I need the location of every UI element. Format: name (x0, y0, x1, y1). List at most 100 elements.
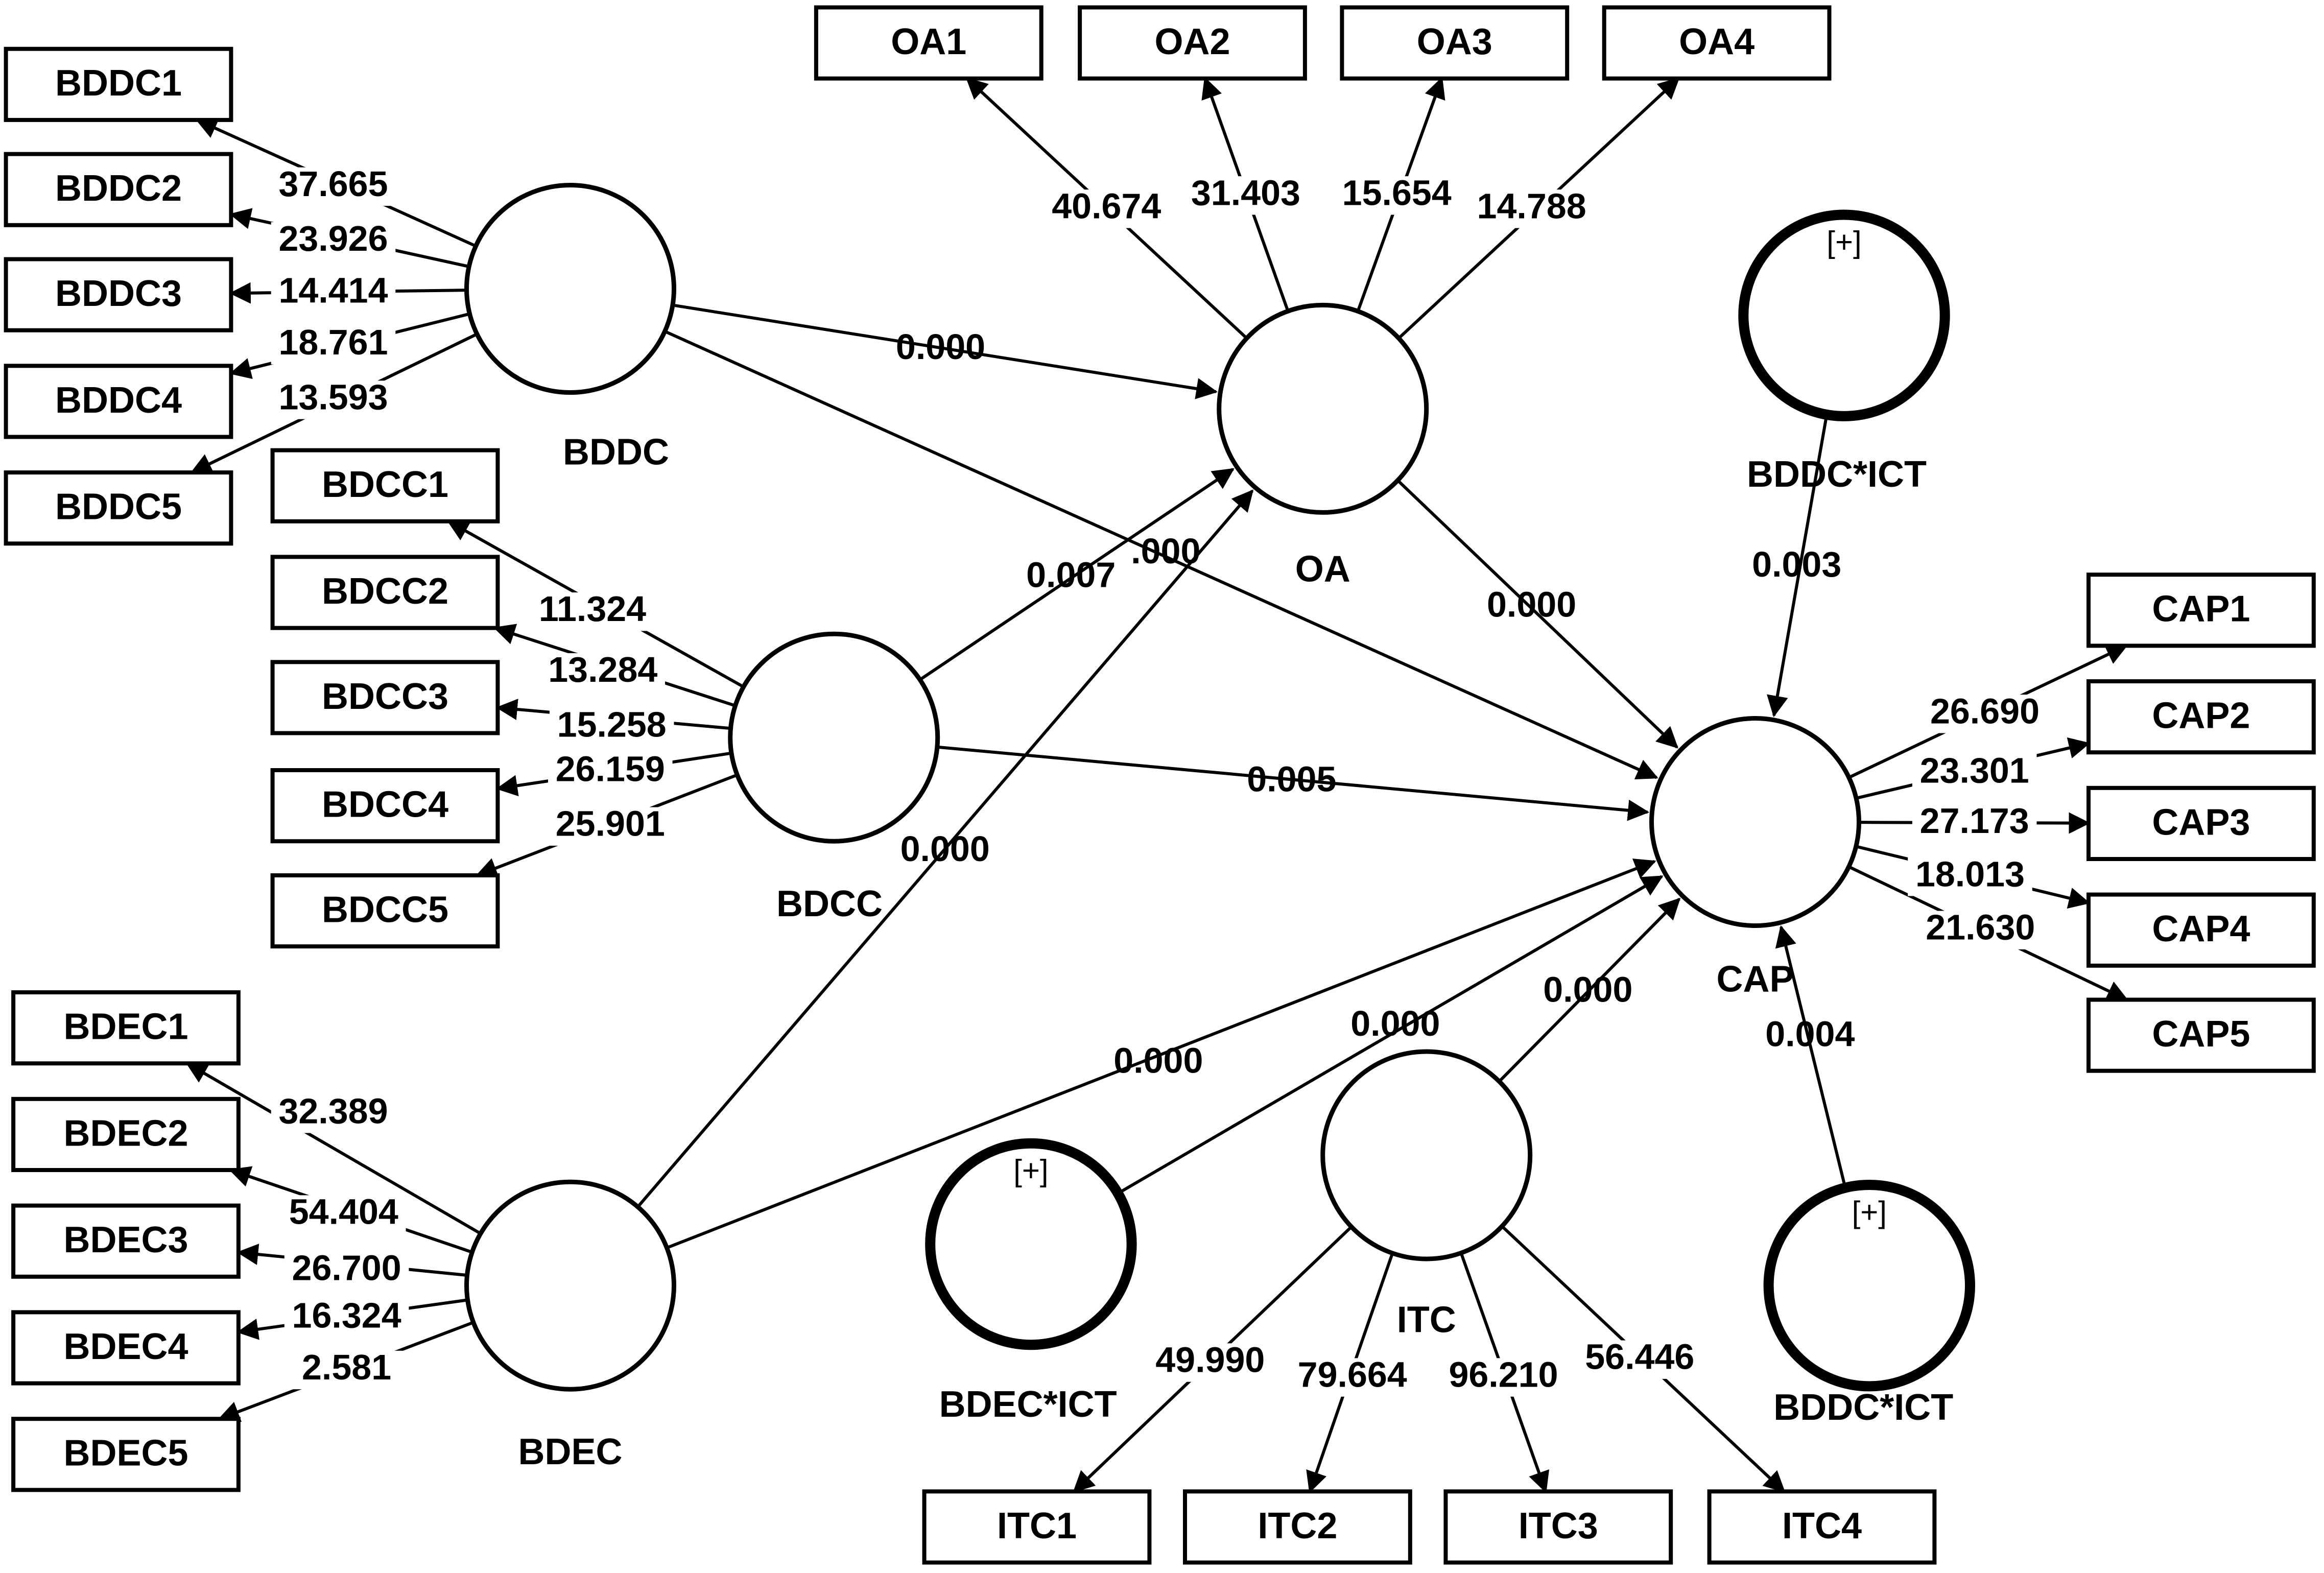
loading-label: 26.690 (1930, 691, 2040, 731)
bddc-ict-moderator-bottom (1763, 1180, 1976, 1392)
bddc-ict-moderator-top-label: BDDC*ICT (1747, 454, 1927, 495)
path-arrow-bdec-to-cap (666, 859, 1656, 1250)
path-arrow-itc-to-cap (1498, 897, 1681, 1083)
loading-label: 2.581 (302, 1347, 391, 1387)
expand-marker-icon: [+] (1013, 1154, 1048, 1188)
indicator-bdec5-label: BDEC5 (63, 1433, 188, 1474)
itc-construct-label: ITC (1397, 1300, 1456, 1341)
indicator-bdec4-box (11, 1310, 241, 1386)
loading-label: 49.990 (1155, 1340, 1265, 1379)
indicator-itc2-label: ITC2 (1258, 1506, 1337, 1546)
indicator-cap2-label: CAP2 (2152, 696, 2250, 736)
bddc-ict-moderator-bottom-label: BDDC*ICT (1773, 1387, 1953, 1428)
path-arrow-bddc-ict-top-to-cap (1767, 414, 1829, 718)
path-coefficient-label: 0.000 (1350, 1004, 1440, 1043)
loading-label: 15.258 (557, 704, 667, 744)
bddc-construct-label: BDDC (563, 432, 669, 472)
indicator-bdcc5-label: BDCC5 (322, 889, 448, 930)
loading-label: 15.654 (1342, 173, 1452, 212)
oa-construct-label: OA (1295, 549, 1350, 589)
indicator-bdec1-box (11, 990, 241, 1066)
loading-label: 26.700 (292, 1248, 401, 1288)
loading-label: 13.593 (278, 377, 388, 417)
loading-label: 54.404 (289, 1191, 398, 1231)
indicator-oa2-box (1078, 5, 1307, 81)
loading-label-bg (1918, 911, 2043, 949)
indicator-bdec2-label: BDEC2 (63, 1113, 188, 1154)
loading-label-bg (1908, 857, 2032, 896)
loading-label: 14.414 (278, 271, 388, 311)
loading-label-bg (1577, 1340, 1702, 1379)
path-coefficient-label: 0.004 (1765, 1014, 1855, 1054)
indicator-oa4-box (1602, 5, 1832, 81)
bdec-construct (464, 1179, 676, 1392)
loading-label-bg (284, 1350, 409, 1390)
indicator-oa2-label: OA2 (1154, 21, 1230, 62)
indicator-bdec2-box (11, 1097, 241, 1173)
indicator-bddc2-label: BDDC2 (55, 168, 182, 209)
loading-label-bg (1441, 1358, 1566, 1397)
indicator-bdec3-label: BDEC3 (63, 1220, 188, 1260)
loading-label: 37.665 (278, 164, 388, 204)
indicator-cap5-label: CAP5 (2152, 1014, 2250, 1055)
path-arrow-bddc-ict-bottom-to-cap (1775, 925, 1847, 1188)
indicator-itc4-label: ITC4 (1782, 1506, 1862, 1546)
indicator-itc1-label: ITC1 (997, 1506, 1077, 1546)
loading-label-bg (549, 708, 674, 747)
indicator-bddc1-box (4, 46, 233, 122)
loading-label: 26.159 (556, 749, 665, 789)
indicator-bdcc4-box (270, 768, 500, 844)
loading-label: 96.210 (1449, 1354, 1558, 1394)
path-coefficient-label: 0.000 (900, 829, 990, 869)
path-coefficient-label: 0.003 (1752, 544, 1841, 584)
indicator-bdcc1-box (270, 448, 500, 523)
indicator-itc1-box (922, 1489, 1152, 1565)
indicator-oa1-label: OA1 (891, 21, 966, 62)
indicator-oa1-box (814, 5, 1044, 81)
indicator-bdcc3-box (270, 660, 500, 735)
path-coefficient-label: 0.000 (1543, 969, 1632, 1009)
indicator-bddc5-box (4, 470, 233, 546)
path-arrow-bdcc-to-cap (937, 745, 1650, 821)
path-arrow-bdec-ict-to-cap (1117, 875, 1664, 1195)
loading-label: 56.446 (1585, 1337, 1694, 1377)
indicator-cap4-label: CAP4 (2152, 909, 2250, 949)
loading-label-bg (271, 222, 396, 261)
loading-label-bg (271, 274, 396, 313)
loading-label-bg (1044, 189, 1169, 228)
loading-label: 27.173 (1920, 801, 2029, 841)
indicator-cap2-box (2086, 679, 2316, 755)
bdec-construct-label: BDEC (518, 1432, 622, 1472)
indicator-bdec5-box (11, 1417, 241, 1492)
path-coefficient-label: .000 (1131, 531, 1200, 571)
loading-label-bg (271, 326, 396, 365)
path-coefficient-label: 0.007 (1026, 555, 1116, 594)
indicator-oa3-box (1340, 5, 1570, 81)
indicator-bdcc2-label: BDCC2 (322, 571, 448, 612)
loading-label-bg (1923, 695, 2047, 733)
loading-label-bg (1469, 189, 1594, 228)
indicator-bdcc5-box (270, 873, 500, 949)
path-arrow-bdec-to-oa (636, 489, 1254, 1208)
loading-label-bg (1290, 1358, 1415, 1397)
indicator-bddc4-label: BDDC4 (55, 380, 182, 421)
indicator-bdec3-box (11, 1203, 241, 1279)
indicator-itc3-label: ITC3 (1519, 1506, 1598, 1546)
expand-marker-icon: [+] (1852, 1195, 1887, 1229)
bdcc-construct-label: BDCC (776, 884, 883, 924)
loading-label-bg (530, 592, 655, 631)
loading-label: 79.664 (1298, 1354, 1407, 1394)
indicator-cap4-box (2086, 892, 2316, 968)
loading-label-bg (281, 1195, 406, 1234)
loading-label: 16.324 (292, 1295, 401, 1335)
loading-label: 32.389 (278, 1091, 388, 1131)
loading-label: 25.901 (556, 804, 665, 844)
loading-label: 13.284 (548, 650, 657, 689)
expand-marker-icon: [+] (1827, 225, 1861, 259)
indicator-bdcc3-label: BDCC3 (322, 676, 448, 717)
indicator-bdcc2-box (270, 555, 500, 630)
indicator-bddc3-box (4, 257, 233, 332)
path-coefficient-label: 0.005 (1247, 759, 1336, 799)
loading-label-bg (1912, 804, 2037, 843)
loading-label-bg (271, 1094, 396, 1133)
